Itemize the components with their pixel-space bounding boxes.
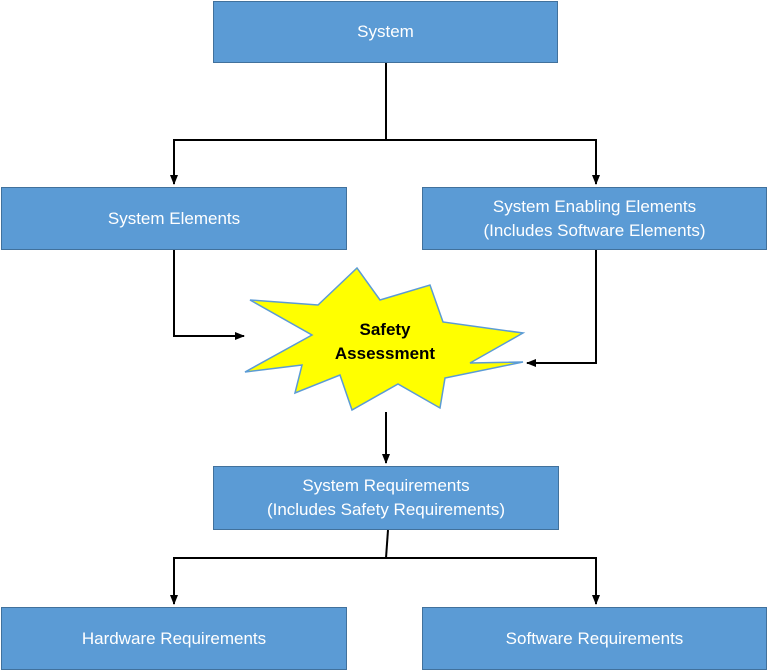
software-requirements-label: Software Requirements: [505, 628, 684, 648]
system-enabling-elements-box: System Enabling Elements (Includes Softw…: [422, 187, 767, 250]
connector-to-hardware: [170, 557, 386, 605]
system-requirements-line1: System Requirements: [302, 476, 470, 495]
enabling-elements-line2: (Includes Software Elements): [483, 220, 706, 240]
safety-assessment-line2: Assessment: [334, 344, 436, 363]
connector-elements-to-safety: [173, 250, 245, 340]
safety-assessment-line1: Safety: [359, 320, 411, 339]
safety-assessment-label: Safety Assessment: [300, 318, 470, 366]
software-requirements-box: Software Requirements: [422, 607, 767, 670]
system-box: System: [213, 1, 558, 63]
system-elements-label: System Elements: [107, 208, 241, 228]
connector-requirements-trunk: [385, 529, 389, 559]
connector-to-enabling-elements: [386, 139, 600, 185]
hardware-requirements-box: Hardware Requirements: [1, 607, 347, 670]
safety-assessment-burst: [244, 266, 526, 412]
connector-to-software: [386, 557, 600, 605]
connector-enabling-to-safety: [526, 250, 597, 367]
hardware-requirements-label: Hardware Requirements: [81, 628, 267, 648]
system-requirements-line2: (Includes Safety Requirements): [266, 500, 506, 519]
connector-to-system-elements: [170, 139, 386, 185]
system-requirements-box: System Requirements (Includes Safety Req…: [213, 466, 559, 530]
system-elements-box: System Elements: [1, 187, 347, 250]
enabling-elements-line1: System Enabling Elements: [492, 196, 697, 216]
system-label: System: [357, 22, 414, 41]
